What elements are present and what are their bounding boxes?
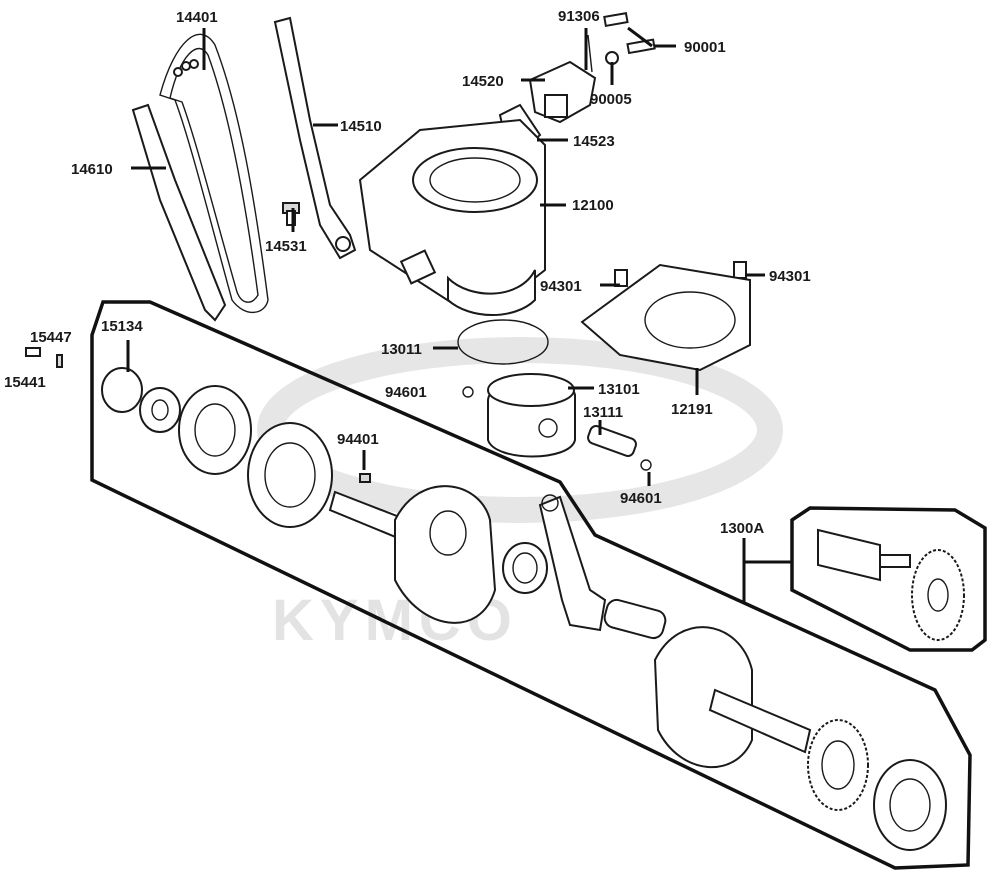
drive-gear: [807, 719, 869, 811]
piston-ring-set: [457, 319, 549, 365]
label-14401: 14401: [176, 9, 218, 26]
connecting-rod: [538, 494, 607, 632]
crankshaft-assembly-mini: [817, 528, 965, 641]
sub-assembly-frame: [790, 506, 987, 652]
piston-pin-clip-bottom: [640, 459, 652, 471]
tensioner-lifter: [528, 60, 597, 124]
cylinder-block: [358, 118, 546, 316]
label-15441: 15441: [4, 374, 46, 391]
label-15134: 15134: [101, 318, 143, 335]
chain-tensioner-arm: [273, 16, 357, 260]
tensioner-pivot: [335, 236, 351, 252]
label-14523: 14523: [573, 133, 615, 150]
label-94301-left: 94301: [540, 278, 582, 295]
leader-lines: [126, 26, 792, 602]
chain-guide: [131, 103, 227, 322]
bolt-15441: [25, 347, 41, 357]
pivot-bolt: [282, 202, 300, 226]
right-bearing: [873, 759, 947, 851]
dowel-pin-right: [733, 261, 747, 279]
label-91306: 91306: [558, 8, 600, 25]
crankshaft-left: [328, 485, 497, 624]
label-90005: 90005: [590, 91, 632, 108]
label-14531: 14531: [265, 238, 307, 255]
piston-pin-clip-top: [462, 386, 474, 398]
oil-seal: [247, 422, 333, 528]
label-94601-bottom: 94601: [620, 490, 662, 507]
piston: [487, 373, 576, 458]
label-13111: 13111: [583, 404, 623, 421]
part-labels: 14401 14510 14610 14531 91306 90001 1452…: [4, 8, 811, 537]
bolts-group: [587, 12, 656, 73]
label-94601-top: 94601: [385, 384, 427, 401]
label-12191: 12191: [671, 401, 713, 418]
piston-pin: [587, 425, 637, 457]
crank-pin: [603, 598, 667, 640]
dowel-pin-left: [614, 269, 628, 287]
crankshaft-right: [653, 626, 812, 769]
label-14510: 14510: [340, 118, 382, 135]
label-13101: 13101: [598, 381, 640, 398]
label-1300A: 1300A: [720, 520, 764, 537]
cylinder-base-gasket: [580, 263, 751, 372]
cam-sprocket: [101, 367, 181, 433]
cam-chain: [159, 33, 269, 314]
label-94301-right: 94301: [769, 268, 811, 285]
crankshaft-assembly-frame: [90, 300, 972, 870]
label-13011: 13011: [381, 341, 422, 358]
woodruff-key: [359, 473, 371, 483]
label-90001: 90001: [684, 39, 726, 56]
label-15447: 15447: [30, 329, 72, 346]
label-94401: 94401: [337, 431, 379, 448]
left-bearing: [178, 385, 252, 475]
label-14610: 14610: [71, 161, 113, 178]
label-14520: 14520: [462, 73, 504, 90]
crank-pin-bearing: [502, 542, 548, 594]
label-12100: 12100: [572, 197, 614, 214]
pin-15447: [56, 354, 63, 368]
